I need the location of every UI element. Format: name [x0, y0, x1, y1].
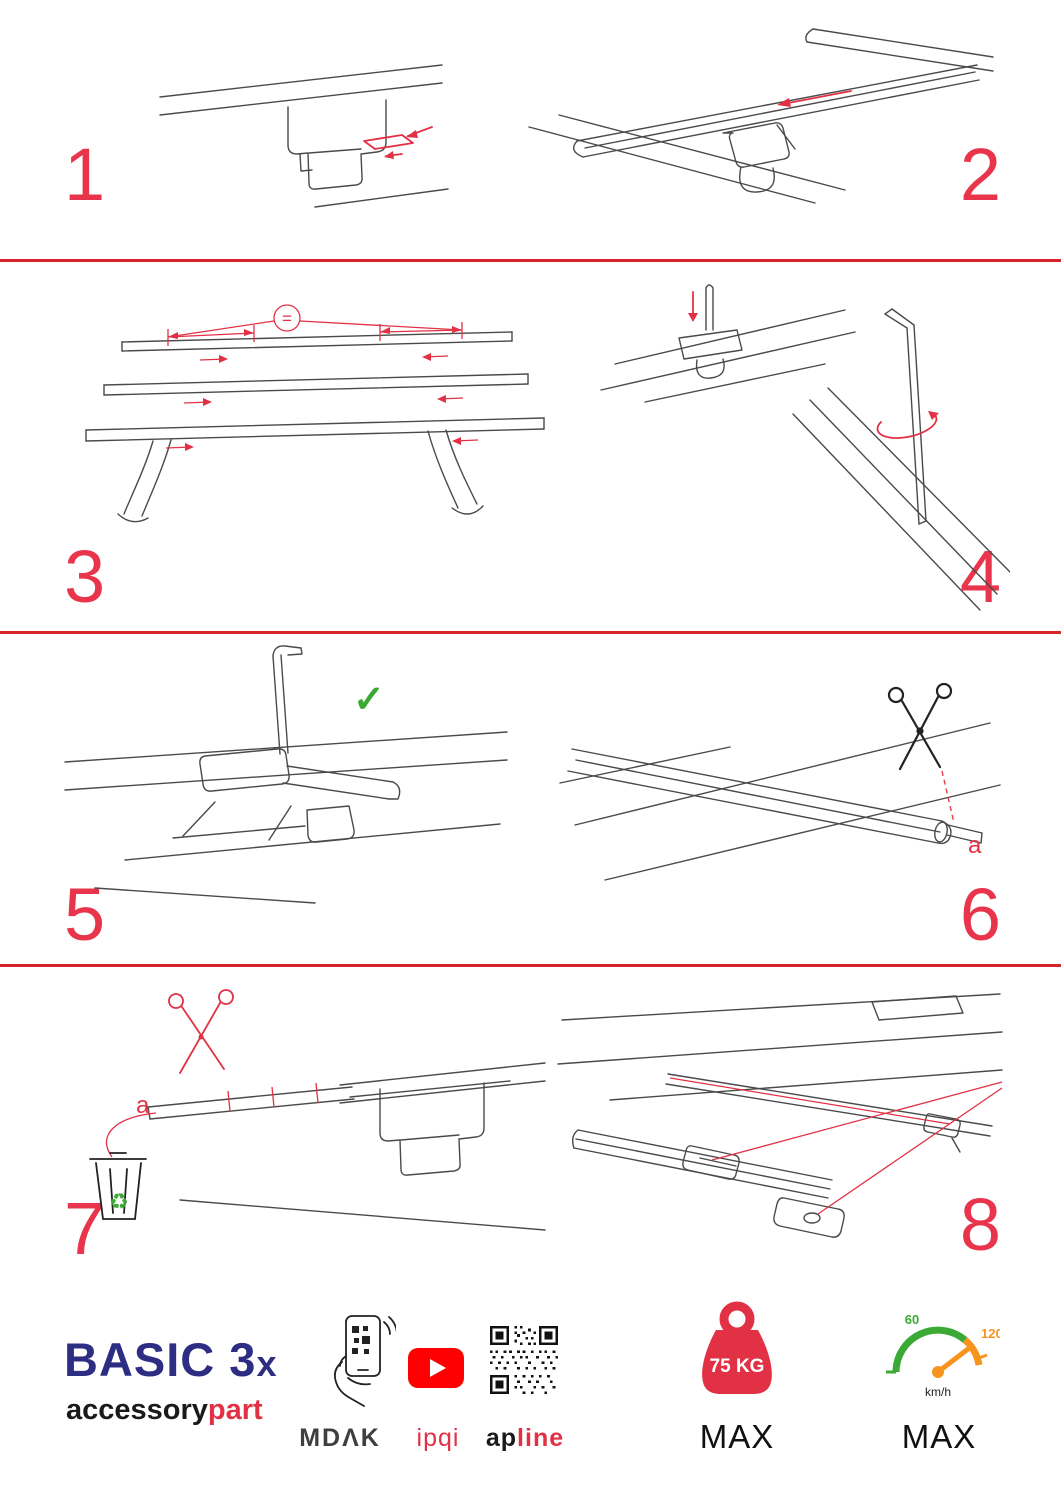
equal-sign: =	[282, 309, 292, 328]
partner-ipqi-label: ipqi	[416, 1424, 460, 1452]
insert-pad-arrow-icon	[363, 126, 433, 159]
scissors-icon	[887, 682, 953, 771]
step-2-number: 2	[959, 133, 1001, 216]
trash-bin-icon	[89, 1152, 147, 1220]
allen-key-icon	[884, 308, 927, 525]
step-3-number: 3	[64, 535, 106, 618]
speed-high-label: 120	[981, 1326, 1000, 1341]
speedometer-icon: 60 120 km/h	[886, 1312, 1000, 1399]
step-7-illustration: a ♻	[89, 989, 546, 1231]
brand-sub-part: part	[207, 1394, 263, 1426]
step-3-illustration: =	[85, 304, 545, 523]
partner-mdak-label: MDΛK	[299, 1424, 381, 1452]
step-2-illustration	[528, 28, 994, 204]
speed-low-label: 60	[905, 1312, 919, 1327]
youtube-icon	[408, 1348, 464, 1388]
step-7-number: 7	[64, 1187, 106, 1270]
step-1-number: 1	[64, 133, 106, 216]
equal-spacing-dimension: =	[165, 304, 479, 451]
separator-line-1	[0, 259, 1061, 262]
bar-end-drawing	[559, 722, 1001, 881]
recycle-icon: ♻	[109, 1189, 129, 1214]
bar-slide-drawing	[528, 28, 994, 204]
step-8-illustration	[557, 993, 1003, 1238]
insert-and-rotate-arrows	[688, 291, 939, 439]
phone-screen-qr	[352, 1326, 370, 1354]
roof-clamp-drawing	[159, 64, 449, 208]
brand-sub-accessory: accessory	[66, 1394, 208, 1426]
cut-marks-and-discard	[105, 1082, 319, 1158]
adapter-overview-drawing	[557, 993, 1003, 1238]
brand-name: BASIC 3	[64, 1333, 257, 1386]
strip-label-a: a	[968, 832, 982, 859]
tightening-drawing	[600, 284, 1010, 611]
brand-subtitle: accessorypart	[66, 1396, 263, 1425]
speed-max-label: MAX	[901, 1418, 977, 1455]
slide-direction-arrow-icon	[777, 90, 852, 107]
brand-name-x: x	[256, 1343, 278, 1384]
crossbars-drawing	[85, 331, 545, 523]
apline-ap: ap	[485, 1424, 518, 1452]
apline-line: line	[517, 1424, 565, 1452]
step-8-number: 8	[959, 1183, 1001, 1266]
step-5-illustration: ✓	[64, 645, 508, 904]
separator-line-3	[0, 964, 1061, 967]
weight-value: 75 KG	[710, 1356, 765, 1377]
step-6-illustration: a	[559, 682, 1001, 881]
max-weight-icon: 75 KG	[702, 1301, 772, 1394]
clamp-check-drawing	[64, 645, 508, 904]
phone-qr-scan-icon	[333, 1315, 396, 1407]
step-1-illustration	[159, 64, 449, 208]
step-4-illustration	[600, 284, 1010, 611]
checkmark-icon: ✓	[353, 679, 385, 721]
separator-line-2	[0, 631, 1061, 634]
brand-logo: BASIC 3x	[64, 1336, 277, 1383]
weight-max-label: MAX	[699, 1418, 775, 1455]
qr-code-icon	[490, 1326, 558, 1394]
partner-apline-label: apline	[470, 1426, 580, 1451]
equal-badge-circle	[273, 304, 301, 332]
scissors-red-icon	[168, 989, 234, 1074]
step-5-number: 5	[64, 873, 106, 956]
alignment-leader-lines	[669, 1077, 1003, 1215]
step-6-number: 6	[959, 873, 1001, 956]
strip-and-clamp-drawing	[147, 1062, 546, 1231]
speed-unit-label: km/h	[925, 1385, 951, 1399]
strip-label-a: a	[136, 1092, 150, 1119]
